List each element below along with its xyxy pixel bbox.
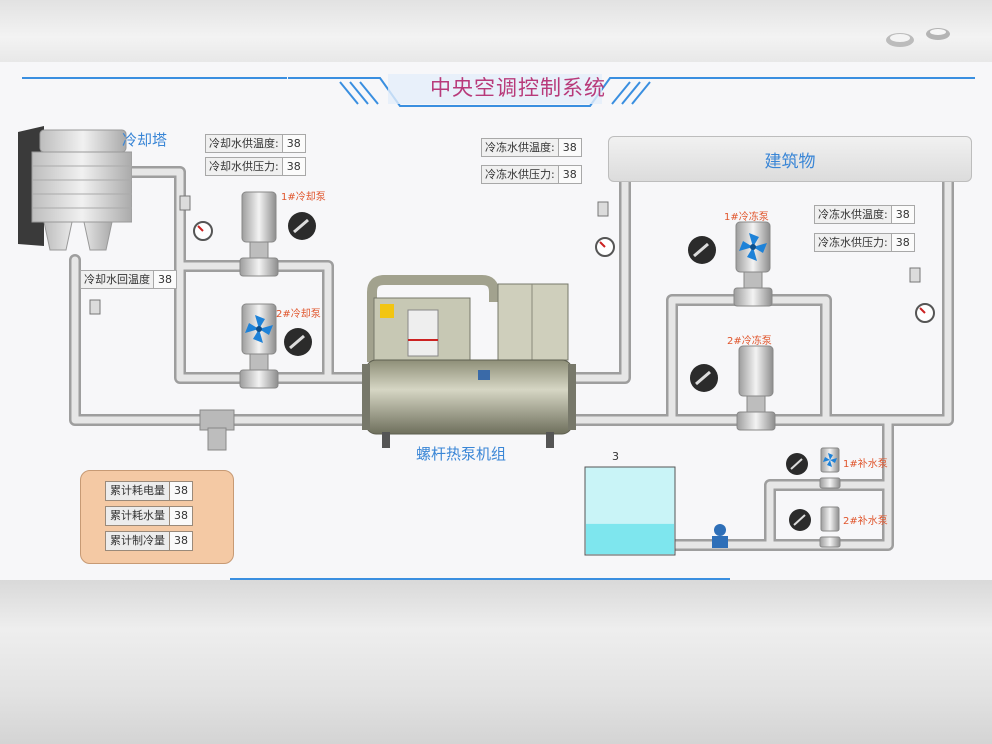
readout-value: 38: [891, 206, 914, 223]
tank-water-level: [586, 523, 674, 554]
readout-value: 38: [154, 271, 176, 288]
cooling-tower-icon: [18, 126, 132, 251]
building-block: 建筑物: [608, 136, 972, 182]
switch-knob-icon[interactable]: [787, 507, 813, 533]
readout-label: 冷却水供温度:: [206, 135, 283, 152]
screw-heat-pump-unit-icon[interactable]: [362, 272, 576, 450]
makeup-pump-2-label: 2#补水泵: [843, 516, 888, 527]
makeup-pump-1-icon[interactable]: [818, 446, 842, 492]
totals-panel: 累计耗电量 38 累计耗水量 38 累计制冷量 38: [80, 470, 234, 564]
readout-label: 冷冻水供压力:: [815, 234, 892, 251]
readout-label: 冷冻水供温度:: [815, 206, 892, 223]
chilled-pump-2-icon[interactable]: [733, 344, 779, 436]
header-frame: [288, 74, 702, 107]
makeup-pump-2-icon[interactable]: [818, 505, 842, 551]
chilled-supply-pressure-readout: 冷冻水供压力: 38: [481, 165, 582, 184]
page-title: 中央空调控制系统: [430, 76, 606, 100]
footer-line: [230, 578, 730, 580]
readout-value: 38: [558, 166, 581, 183]
top-background: [0, 0, 992, 62]
readout-value: 38: [170, 532, 192, 550]
switch-knob-icon[interactable]: [686, 234, 718, 266]
total-cooling-readout: 累计制冷量 38: [105, 531, 193, 551]
switch-knob-icon[interactable]: [688, 362, 720, 394]
cooling-supply-pressure-readout: 冷却水供压力: 38: [205, 157, 306, 176]
cooling-pump-1-icon[interactable]: [236, 190, 282, 282]
cooling-pump-2-icon[interactable]: [236, 302, 282, 394]
readout-label: 冷却水供压力:: [206, 158, 283, 175]
total-power-readout: 累计耗电量 38: [105, 481, 193, 501]
chilled-pump-1-label: 1#冷冻泵: [724, 212, 769, 223]
header-line-right: [690, 77, 975, 79]
flow-meter-icon: [712, 524, 728, 548]
readout-value: 38: [170, 482, 192, 500]
readout-value: 38: [170, 507, 192, 525]
total-water-readout: 累计耗水量 38: [105, 506, 193, 526]
readout-label: 冷却水回温度: [81, 271, 154, 288]
droplets-decoration: [886, 28, 950, 47]
bottom-background: [0, 580, 992, 744]
chilled-pump-2-label: 2#冷冻泵: [727, 336, 772, 347]
readout-label: 冷冻水供温度:: [482, 139, 559, 156]
cooling-return-temp-readout: 冷却水回温度 38: [80, 270, 177, 289]
readout-label: 累计制冷量: [106, 532, 170, 550]
readout-value: 38: [282, 158, 305, 175]
readout-label: 累计耗电量: [106, 482, 170, 500]
readout-label: 累计耗水量: [106, 507, 170, 525]
cooling-pump-2-label: 2#冷却泵: [276, 309, 321, 320]
pressure-gauge-icon: [193, 221, 213, 241]
readout-value: 38: [891, 234, 914, 251]
readout-label: 冷冻水供压力:: [482, 166, 559, 183]
chilled-right-supply-pressure-readout: 冷冻水供压力: 38: [814, 233, 915, 252]
chilled-right-supply-temp-readout: 冷冻水供温度: 38: [814, 205, 915, 224]
chilled-supply-temp-readout: 冷冻水供温度: 38: [481, 138, 582, 157]
pressure-gauge-icon: [595, 237, 615, 257]
tank-label: 3: [612, 450, 619, 463]
cooling-pump-1-label: 1#冷却泵: [281, 192, 326, 203]
makeup-pump-1-label: 1#补水泵: [843, 459, 888, 470]
building-label: 建筑物: [764, 152, 816, 172]
chilled-pump-1-icon[interactable]: [730, 220, 776, 312]
chiller-label: 螺杆热泵机组: [416, 445, 507, 463]
readout-value: 38: [282, 135, 305, 152]
water-tank: [584, 466, 676, 556]
header-line-left: [22, 77, 287, 79]
switch-knob-icon[interactable]: [784, 451, 810, 477]
cooling-supply-temp-readout: 冷却水供温度: 38: [205, 134, 306, 153]
switch-knob-icon[interactable]: [286, 210, 318, 242]
cooling-tower-label: 冷却塔: [122, 131, 168, 149]
pressure-gauge-icon: [915, 303, 935, 323]
readout-value: 38: [558, 139, 581, 156]
switch-knob-icon[interactable]: [282, 326, 314, 358]
